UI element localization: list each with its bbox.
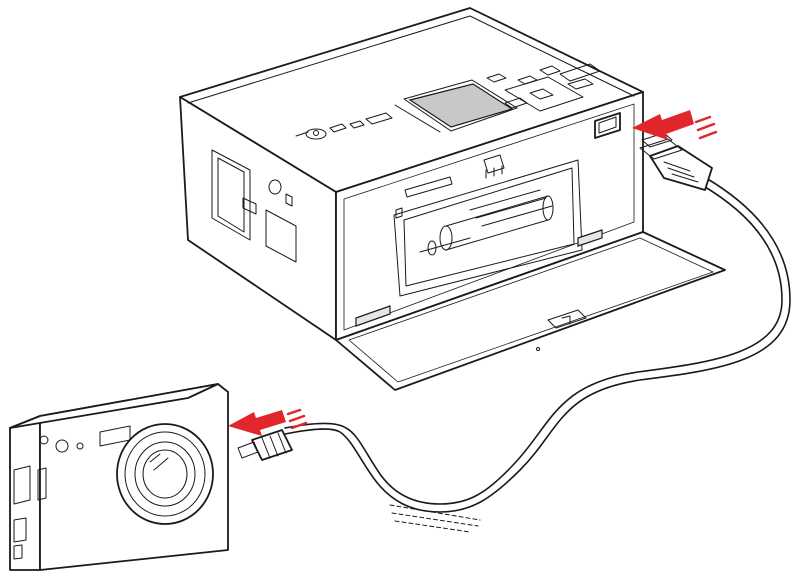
camera-lens — [116, 423, 214, 525]
insert-arrow-camera — [228, 408, 308, 436]
usb-a-plug — [639, 132, 713, 191]
control-panel — [486, 63, 601, 112]
arrow-head-camera — [228, 410, 286, 436]
arrow-head-printer — [632, 110, 694, 140]
lcd-screen — [408, 83, 514, 128]
speed-lines-camera — [286, 408, 308, 430]
top-buttons — [295, 112, 393, 140]
camera-flash — [99, 425, 131, 447]
printer-usb-port — [594, 112, 621, 139]
printer-side-panel — [211, 149, 297, 263]
insert-arrow-printer — [632, 110, 718, 140]
speed-lines-printer — [694, 115, 718, 140]
usb-cable — [237, 132, 791, 533]
mini-usb-plug — [237, 429, 293, 461]
paper-slot — [393, 154, 583, 297]
printer-front-door — [335, 229, 726, 391]
photo-printer — [179, 7, 726, 391]
digital-camera — [9, 383, 229, 571]
